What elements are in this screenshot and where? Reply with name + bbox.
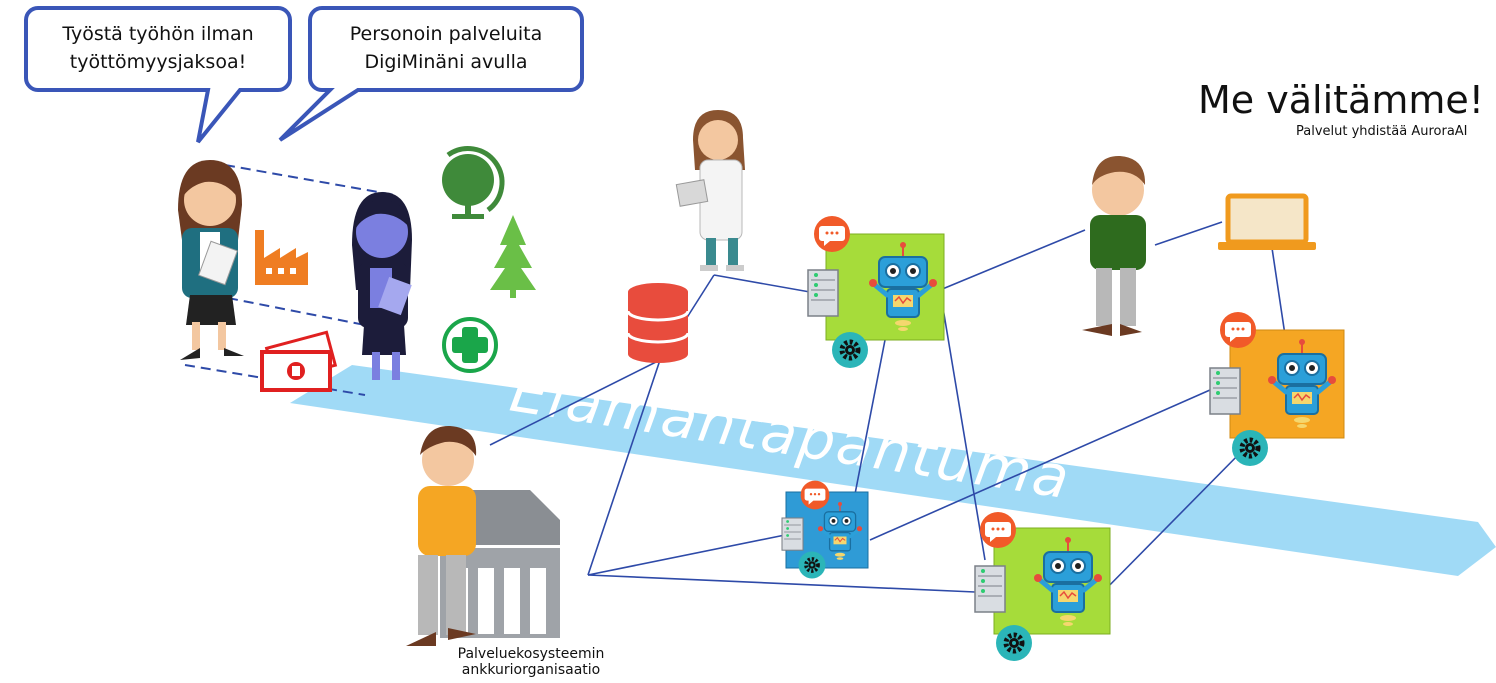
health-plus-icon (442, 317, 498, 373)
woman-figure (178, 160, 244, 360)
money-icon (260, 330, 338, 392)
factory-icon (255, 230, 308, 285)
doctor-figure (675, 110, 745, 271)
ai-service-node-1 (807, 216, 945, 368)
speech-bubble-right (278, 6, 584, 142)
speech-bubble-left (24, 6, 292, 144)
page-subtitle: Palvelut yhdistää AuroraAI (1296, 124, 1468, 139)
ai-service-node-3 (781, 480, 869, 581)
speech-bubble-right-text: Personoin palveluita DigiMinäni avulla (349, 23, 543, 73)
network-connectors (489, 221, 1286, 601)
globe-icon (442, 146, 505, 219)
speech-bubble-left-text: Työstä työhön ilman työttömyysjaksoa! (62, 23, 254, 73)
path-label: Elämäntapahtuma (506, 357, 1076, 513)
anchor-person-figure (406, 425, 477, 646)
digital-twin-figure (352, 192, 412, 380)
page-title: Me välitämme! (1198, 78, 1484, 122)
ai-service-node-2 (1209, 312, 1345, 466)
tree-icon (490, 215, 536, 298)
ai-service-node-4 (974, 512, 1111, 661)
laptop-icon (1218, 193, 1316, 250)
database-icon (626, 283, 690, 363)
digital-twin-link (184, 164, 396, 396)
man-figure (1082, 155, 1146, 336)
anchor-organization-label: Palveluekosysteemin ankkuriorganisaatio (457, 646, 605, 678)
